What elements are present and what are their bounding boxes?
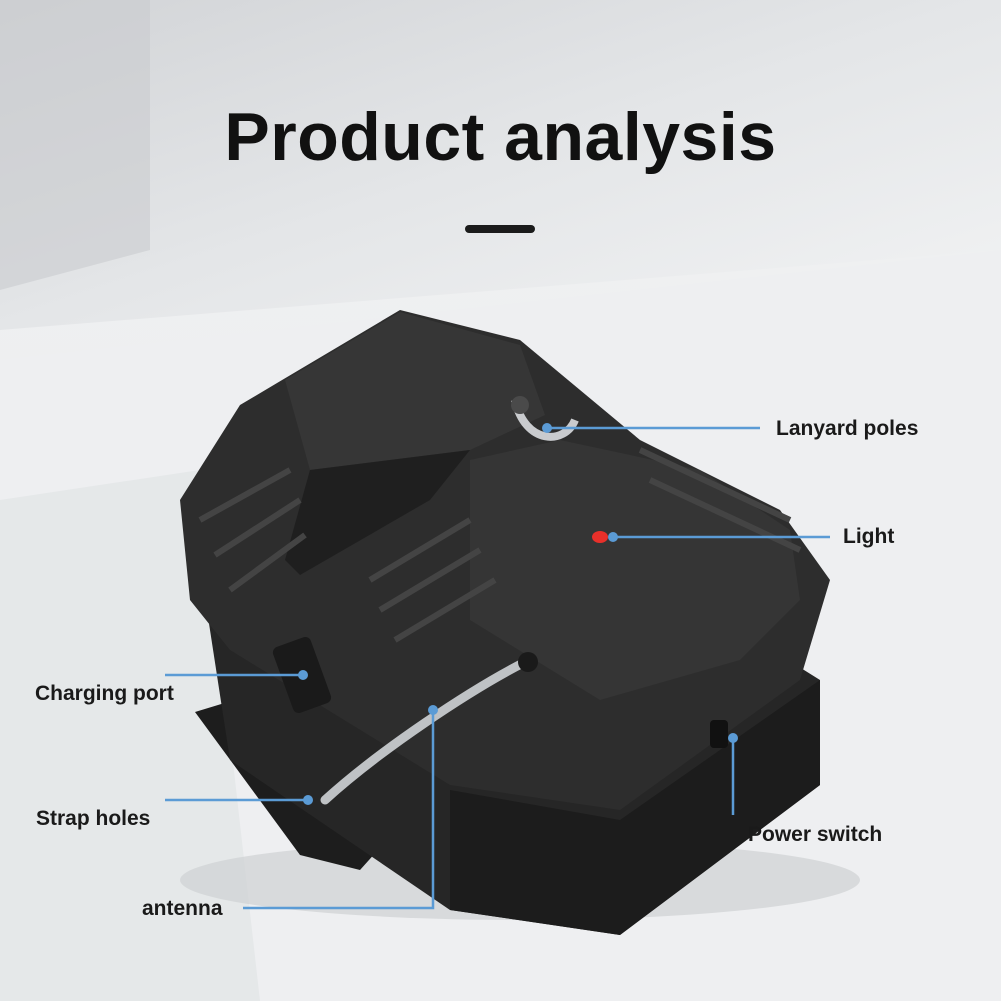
leader-antenna: [243, 710, 435, 910]
label-light: Light: [843, 525, 895, 548]
label-charging-port: Charging port: [35, 682, 174, 705]
label-antenna: antenna: [142, 897, 223, 920]
title-underline: [465, 225, 535, 233]
page-title: Product analysis: [224, 99, 777, 175]
label-power-switch: Power switch: [748, 823, 883, 846]
label-strap-holes: Strap holes: [36, 807, 151, 830]
label-lanyard-poles: Lanyard poles: [776, 417, 919, 440]
